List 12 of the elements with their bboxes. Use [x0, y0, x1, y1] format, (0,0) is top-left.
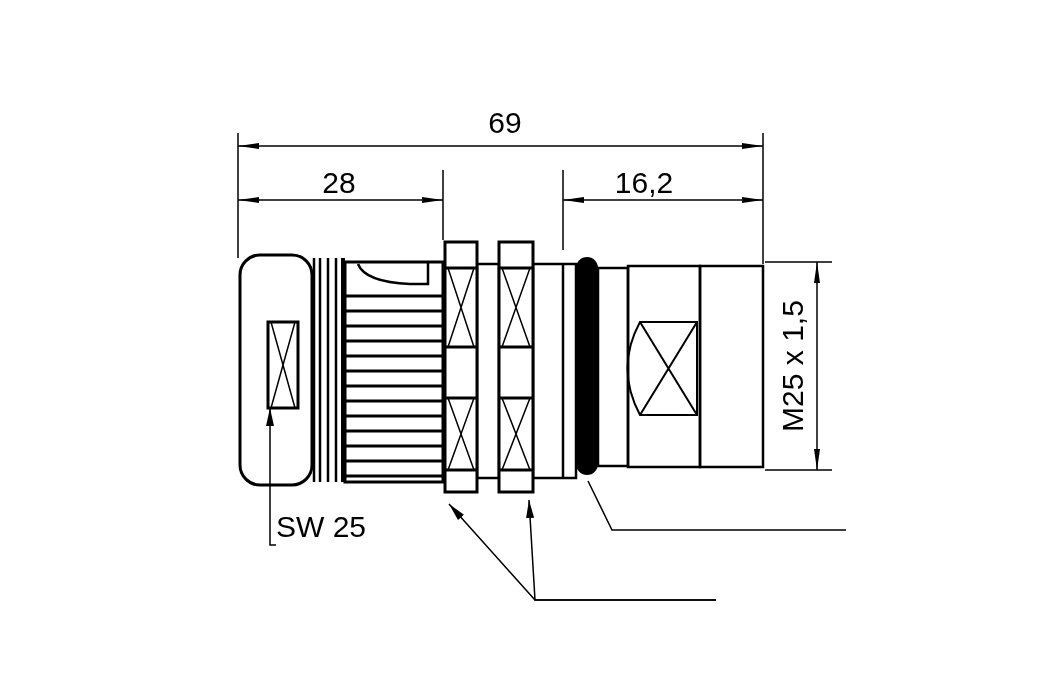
wrench-flat [266, 320, 300, 410]
callout-label: SW 25 [276, 510, 388, 545]
hex-nut [443, 240, 479, 494]
dimension-label: 28 [321, 166, 357, 200]
leader-line [526, 499, 717, 601]
dimension-label: M25 x 1,5 [776, 299, 810, 434]
o-ring [576, 257, 598, 475]
leader-line [266, 407, 277, 546]
dimension-label: 16,2 [613, 166, 675, 200]
hex-nut [497, 240, 535, 494]
dimension-label: 69 [487, 106, 523, 140]
leader-line [587, 480, 847, 531]
